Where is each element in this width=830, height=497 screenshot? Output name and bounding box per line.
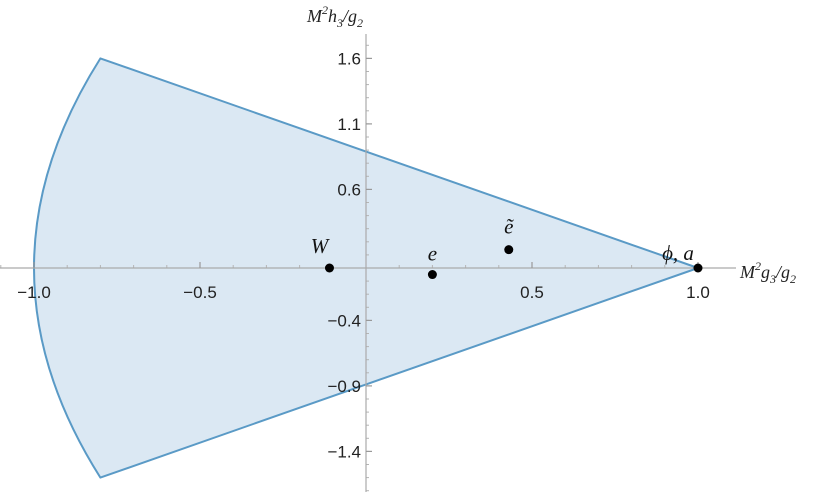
x-label-g: g — [761, 262, 770, 282]
x-tick-label: 1.0 — [686, 283, 710, 302]
data-point — [324, 263, 334, 273]
y-label-exp: 2 — [322, 3, 328, 17]
data-point-label: ẽ — [504, 215, 514, 239]
y-label-mass: M — [306, 6, 323, 26]
y-tick-label: −0.4 — [327, 311, 361, 330]
data-point-label: e — [428, 242, 437, 266]
data-point — [427, 270, 437, 280]
y-tick-label: −0.9 — [327, 377, 361, 396]
y-tick-label: 0.6 — [337, 180, 361, 199]
y-label-h: h — [328, 6, 337, 26]
tick-labels: −1.0 −0.5 0.5 1.0 1.6 1.1 0.6 −0.4 −0.9 −1.4 — [17, 49, 710, 461]
x-label-slash: /g — [775, 262, 790, 282]
x-axis-label: M2g3/g2 — [739, 259, 796, 286]
y-label-h-sub: 3 — [336, 16, 343, 30]
x-label-g-sub: 3 — [769, 272, 776, 286]
data-point — [504, 245, 514, 255]
x-label-g2-sub: 2 — [790, 272, 796, 286]
x-tick-label: −1.0 — [17, 283, 51, 302]
data-point-label: ϕ, a — [662, 241, 694, 265]
data-point — [693, 263, 703, 273]
data-point-label: W — [311, 234, 331, 258]
y-axis-label: M2h3/g2 — [306, 3, 363, 30]
major-ticks — [33, 57, 699, 452]
y-tick-label: 1.1 — [337, 115, 361, 134]
y-label-slash: /g — [342, 6, 357, 26]
y-tick-label: −1.4 — [327, 442, 361, 461]
y-tick-label: 1.6 — [337, 49, 361, 68]
y-label-g-sub: 2 — [357, 16, 363, 30]
x-tick-label: 0.5 — [520, 283, 544, 302]
x-label-exp: 2 — [755, 259, 761, 273]
x-tick-label: −0.5 — [183, 283, 217, 302]
x-label-mass: M — [739, 262, 756, 282]
